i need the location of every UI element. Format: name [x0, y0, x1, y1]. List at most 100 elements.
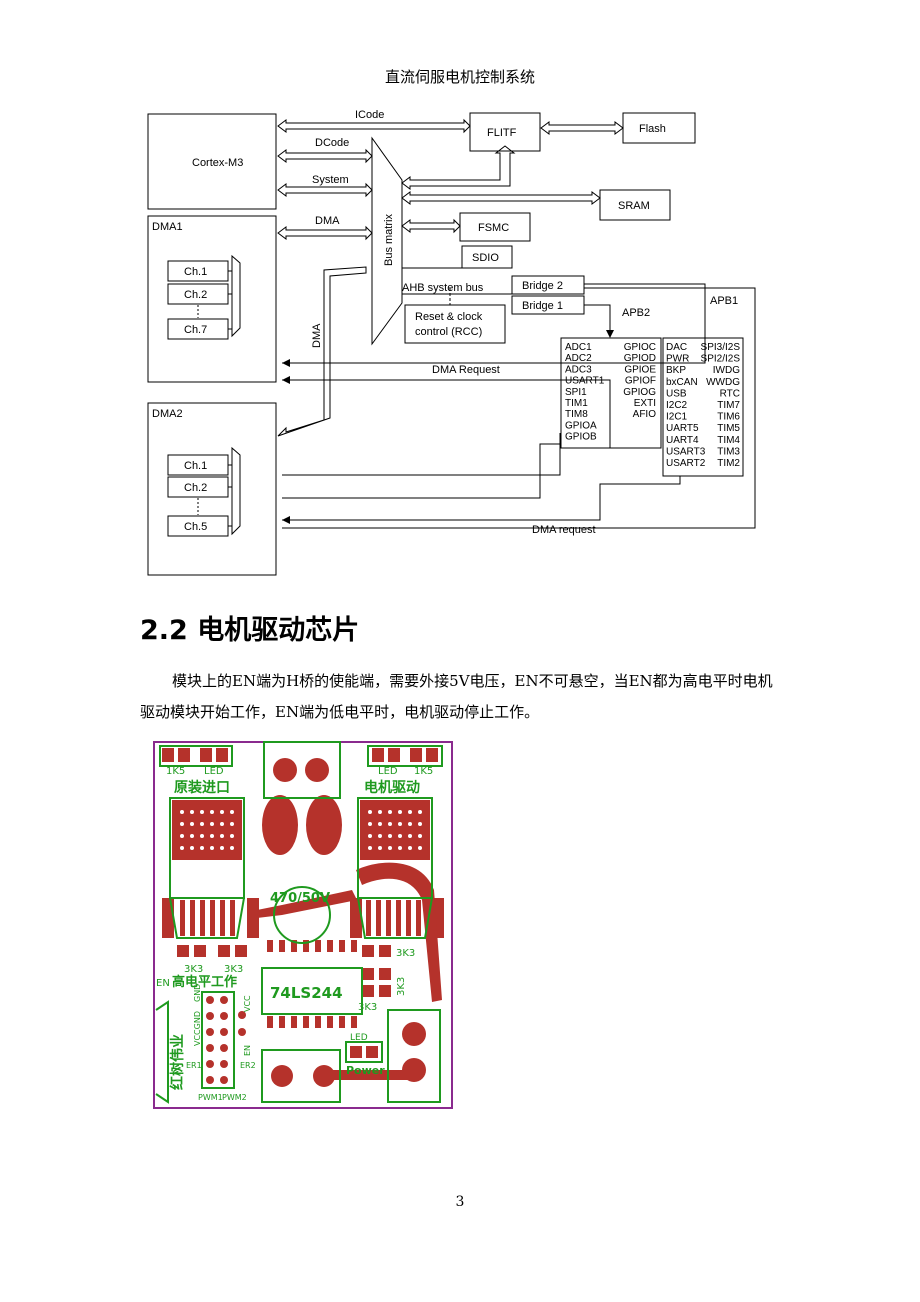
apb1-right-item: SPI3/I2S [701, 342, 741, 353]
apb2-left-item: TIM1 [565, 398, 588, 409]
pcb-vcc-label: VCC [243, 995, 252, 1012]
apb2-left-item: TIM8 [565, 409, 588, 420]
pcb-cap-label: 470/50V [270, 891, 330, 906]
rcc-label-1: Reset & clock [415, 311, 483, 323]
icode-label: ICode [355, 109, 384, 121]
pcb-pwm1-label: PWM1 [198, 1093, 223, 1102]
apb1-label: APB1 [710, 295, 738, 307]
apb1-right-item: TIM4 [717, 435, 740, 446]
apb1-right-item: SPI2/I2S [701, 354, 741, 365]
section-paragraph: 模块上的EN端为H桥的使能端，需要外接5V电压，EN不可悬空，当EN都为高电平时… [140, 672, 773, 721]
apb1-left-item: I2C1 [666, 412, 688, 423]
dma2-ch-2: Ch.2 [184, 482, 207, 494]
dma2-ch-1: Ch.1 [184, 460, 207, 472]
flitf-block [469, 112, 541, 152]
apb1-right-item: TIM5 [717, 423, 740, 434]
apb1-left-item: UART5 [666, 423, 699, 434]
system-label: System [312, 174, 349, 186]
dcode-label: DCode [315, 137, 349, 149]
bus-matrix-label: Bus matrix [383, 214, 395, 266]
bridge1-label: Bridge 1 [522, 300, 563, 312]
cortex-m3-block [147, 113, 277, 210]
pcb-company-label: 红树伟业 [169, 1034, 186, 1090]
apb2-left-item: GPIOA [565, 420, 597, 431]
apb2-left-item: USART1 [565, 376, 605, 387]
apb2-left-item: ADC1 [565, 342, 592, 353]
sdio-block [461, 245, 513, 269]
apb2-right-item: GPIOD [624, 353, 656, 364]
pcb-high-level-label: 高电平工作 [172, 974, 237, 990]
page-number: 3 [455, 1194, 465, 1210]
apb1-left-item: PWR [666, 354, 689, 365]
section-heading: 2.2 电机驱动芯片 [140, 615, 360, 646]
pcb-motor-drive-label: 电机驱动 [364, 779, 420, 796]
pcb-er2-label: ER2 [240, 1061, 256, 1070]
dma1-label: DMA1 [152, 221, 183, 233]
apb1-left-item: BKP [666, 365, 686, 376]
pcb-en-pin-label: EN [243, 1045, 252, 1056]
sram-label: SRAM [618, 200, 650, 212]
bus-matrix-block [371, 136, 403, 346]
pcb-3k3-e: 3K3 [396, 977, 407, 996]
dma2-label: DMA2 [152, 408, 183, 420]
pcb-chip-label: 74LS244 [270, 984, 343, 1002]
apb1-right-item: TIM7 [717, 400, 740, 411]
stm32-bus-architecture-diagram: Cortex-M3 DMA1 DMA2 Ch.1 Ch.2 Ch.7 Ch.1 … [147, 109, 756, 576]
apb2-left-item: ADC2 [565, 353, 592, 364]
apb2-left-item: GPIOB [565, 432, 597, 443]
pcb-original-label: 原装进口 [174, 779, 230, 796]
pcb-led-left: LED [204, 766, 224, 777]
flash-label: Flash [639, 123, 666, 135]
ahb-label: AHB system bus [402, 282, 484, 294]
dma2-block [147, 402, 277, 576]
cortex-label: Cortex-M3 [192, 157, 243, 169]
apb2-label: APB2 [622, 307, 650, 319]
sram-block [599, 189, 671, 221]
apb1-right-item: WWDG [706, 377, 740, 388]
apb2-right-item: GPIOE [624, 364, 656, 375]
pcb-power-label: Power [346, 1064, 385, 1077]
pcb-3k3-a: 3K3 [184, 964, 203, 975]
apb1-right-item: TIM2 [717, 458, 740, 469]
apb1-left-item: USB [666, 388, 687, 399]
dma1-ch-7: Ch.7 [184, 324, 207, 336]
pcb-3k3-b: 3K3 [224, 964, 243, 975]
pcb-gnd-label: GND [193, 984, 202, 1002]
apb1-left-item: UART4 [666, 435, 699, 446]
dma1-ch-2: Ch.2 [184, 289, 207, 301]
apb1-left-item: I2C2 [666, 400, 688, 411]
pcb-er1-label: ER1 [186, 1061, 202, 1070]
rcc-block [404, 304, 506, 344]
pcb-1k5-left: 1K5 [166, 766, 185, 777]
apb1-right-item: TIM3 [717, 446, 740, 457]
apb2-left-item: ADC3 [565, 364, 592, 375]
pcb-vccgnd-label: VCCGND [193, 1011, 202, 1046]
apb2-right-item: EXTI [634, 398, 656, 409]
pcb-en-label: EN [156, 978, 170, 989]
flitf-label: FLITF [487, 127, 517, 139]
bridge2-label: Bridge 2 [522, 280, 563, 292]
rcc-label-2: control (RCC) [415, 326, 482, 338]
dma1-ch-1: Ch.1 [184, 266, 207, 278]
apb2-right-item: GPIOC [624, 342, 656, 353]
apb2-right-item: AFIO [633, 409, 657, 420]
apb2-right-item: GPIOF [625, 376, 656, 387]
pcb-1k5-right: 1K5 [414, 766, 433, 777]
apb1-right-item: TIM6 [717, 412, 740, 423]
apb1-left-item: DAC [666, 342, 687, 353]
apb1-peripherals-block [662, 337, 744, 477]
apb1-left-item: USART3 [666, 446, 706, 457]
apb2-peripherals-block [560, 337, 662, 449]
bridge2-block [511, 275, 585, 295]
fsmc-block [459, 212, 531, 242]
apb1-right-item: RTC [720, 388, 740, 399]
dma1-block [147, 215, 277, 383]
fsmc-label: FSMC [478, 222, 509, 234]
dma-vertical-label: DMA [311, 323, 323, 348]
apb1-left-item: USART2 [666, 458, 706, 469]
pcb-led-right: LED [378, 766, 398, 777]
apb2-left-item: SPI1 [565, 387, 587, 398]
motor-driver-pcb-image: 1K5 LED LED 1K5 原装进口 电机驱动 470/50V 3K3 3K… [153, 741, 453, 1109]
apb1-right-item: IWDG [713, 365, 740, 376]
pcb-3k3-d: 3K3 [358, 1002, 377, 1013]
